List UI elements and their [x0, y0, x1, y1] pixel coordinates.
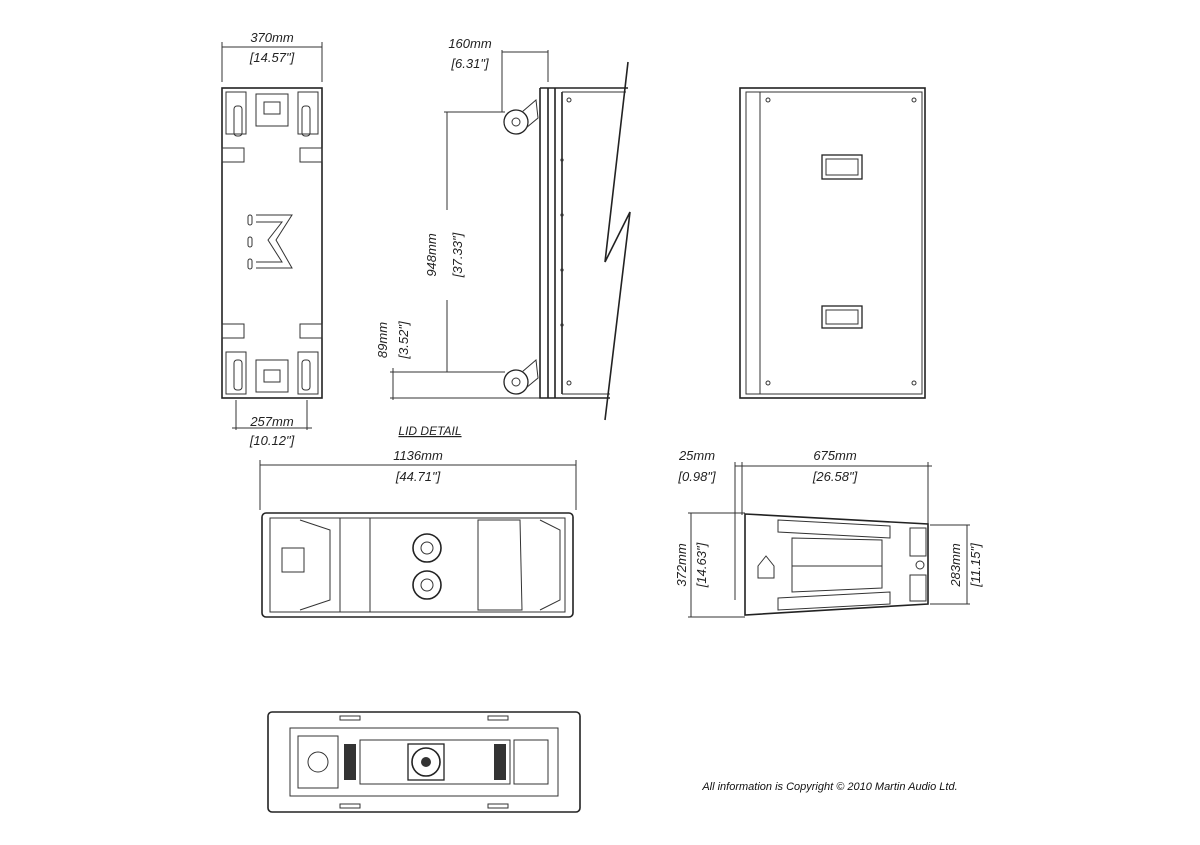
cabinet-top-view [739, 87, 926, 399]
lid-detail-title: LID DETAIL [398, 424, 461, 438]
dim-front-height-mm: 372mm [674, 543, 689, 587]
dim-depth-in: [26.58"] [812, 469, 858, 484]
dim-height-in: [37.33"] [450, 232, 465, 278]
dim-lip-in: [0.98"] [677, 469, 716, 484]
caster-wheel-top [503, 99, 539, 135]
dim-base-in: [3.52"] [396, 321, 411, 360]
copyright-notice: All information is Copyright © 2010 Mart… [701, 781, 957, 793]
caster-wheel-bottom [503, 359, 539, 395]
dim-height-mm: 948mm [424, 233, 439, 277]
dim-length-mm: 1136mm [393, 448, 443, 463]
dim-length-in: [44.71"] [395, 469, 441, 484]
lid-top-view: 370mm [14.57"] 257mm [10.12"] [221, 30, 323, 448]
dim-rear-height-in: [11.15"] [968, 543, 983, 588]
dim-base-mm: 89mm [375, 322, 390, 358]
dim-wheelbase-in: [10.12"] [249, 433, 295, 448]
dim-offset-mm: 160mm [448, 36, 492, 51]
dim-width-mm: 370mm [250, 30, 294, 45]
lid-detail-view: 160mm [6.31"] 948mm [37.33"] 89mm [3.52"… [375, 36, 631, 438]
dim-rear-height-mm: 283mm [948, 543, 963, 588]
cabinet-front-view: 1136mm [44.71"] [259, 448, 577, 618]
dim-wheelbase-mm: 257mm [249, 414, 294, 429]
cabinet-side-view: 25mm [0.98"] 675mm [26.58"] 372mm [14.63… [674, 448, 983, 618]
dim-depth-mm: 675mm [813, 448, 857, 463]
dim-lip-mm: 25mm [678, 448, 715, 463]
martin-audio-logo [247, 214, 293, 270]
dim-front-height-in: [14.63"] [694, 542, 709, 588]
cabinet-rear-view [267, 711, 581, 813]
dim-offset-in: [6.31"] [450, 56, 489, 71]
dim-width-in: [14.57"] [249, 50, 295, 65]
